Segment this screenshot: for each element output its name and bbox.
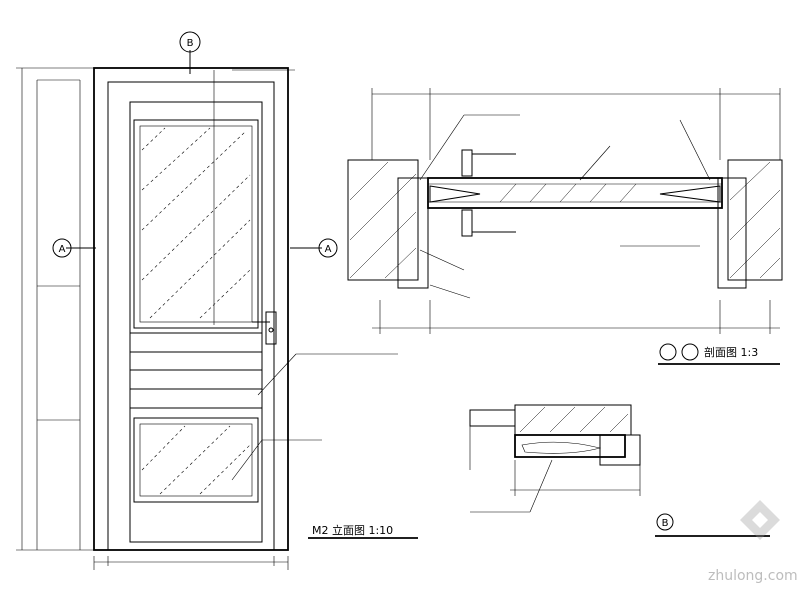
section-a-leaders bbox=[419, 114, 711, 299]
watermark: zhulong.com bbox=[708, 500, 798, 584]
door-outer-frame bbox=[93, 67, 289, 551]
section-marker-a-right: A bbox=[290, 238, 338, 258]
door-handle-icon bbox=[252, 311, 277, 345]
door-rails bbox=[130, 332, 262, 409]
bottom-dimensions bbox=[93, 556, 289, 570]
marker-b-label: B bbox=[662, 518, 669, 529]
watermark-logo-icon bbox=[740, 500, 780, 540]
lower-glass-panel bbox=[133, 417, 259, 503]
section-b-wall bbox=[514, 404, 632, 436]
lower-glass-hatch bbox=[141, 425, 251, 495]
section-a-title: 剖面图 1:3 bbox=[658, 343, 780, 365]
door-inner-frame bbox=[107, 81, 275, 551]
marker-a-right-label: A bbox=[325, 244, 332, 255]
section-b-frame bbox=[514, 434, 626, 458]
left-dimensions bbox=[16, 67, 94, 551]
upper-glass-hatch bbox=[141, 127, 251, 319]
watermark-text: zhulong.com bbox=[708, 568, 798, 584]
section-a-right-wall bbox=[727, 159, 783, 281]
section-a-title-text: 剖面图 1:3 bbox=[704, 345, 758, 359]
elevation-title: M2 立面图 1:10 bbox=[312, 523, 393, 537]
section-marker-a-left: A bbox=[52, 238, 96, 258]
section-a-door-leaf bbox=[427, 177, 723, 209]
section-b-detail: B bbox=[469, 404, 770, 537]
section-a-detail: 剖面图 1:3 bbox=[347, 88, 783, 365]
upper-glass-panel bbox=[133, 119, 259, 329]
section-b-title: B bbox=[655, 513, 770, 537]
section-b-leader bbox=[470, 459, 553, 513]
marker-a-left-label: A bbox=[59, 244, 66, 255]
door-elevation: A A B M2 立面图 1:10 bbox=[16, 31, 418, 570]
section-a-left-jamb bbox=[397, 177, 429, 289]
section-a-left-wall bbox=[347, 159, 419, 281]
section-a-right-jamb bbox=[717, 177, 747, 289]
section-b-dimensions bbox=[469, 420, 641, 496]
section-b-profile bbox=[521, 441, 601, 454]
section-marker-b-top: B bbox=[179, 31, 201, 74]
section-b-stop bbox=[599, 434, 641, 466]
lever-handle-icon bbox=[461, 149, 516, 237]
upper-glass-inner bbox=[139, 125, 253, 323]
elevation-leaders bbox=[213, 69, 398, 481]
section-a-top-dimension bbox=[371, 88, 781, 160]
section-b-casing bbox=[469, 409, 516, 427]
section-a-bottom-dimension bbox=[372, 300, 780, 334]
marker-b-top-label: B bbox=[187, 38, 194, 49]
lower-glass-inner bbox=[139, 423, 253, 497]
left-jamb bbox=[36, 79, 81, 550]
